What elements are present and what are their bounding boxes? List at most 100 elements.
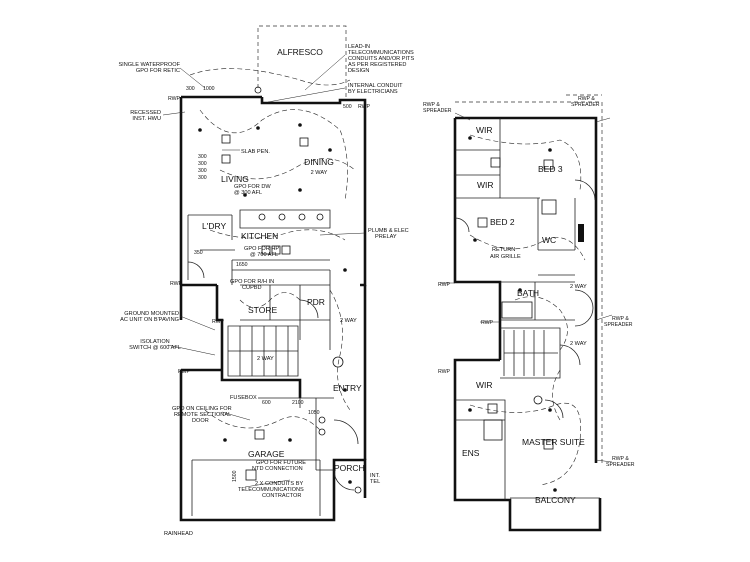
up-fan-5 — [487, 403, 498, 414]
socket-8 — [354, 486, 362, 494]
rwp-ground-b: RWP — [358, 104, 371, 110]
wiring-ground-3 — [209, 229, 346, 241]
note-plumb-elec-2: PRELAY — [375, 234, 397, 240]
socket-2 — [258, 213, 266, 221]
downlight-5 — [271, 245, 281, 255]
note-lead-in-1: LEAD-IN — [348, 44, 370, 50]
dim-500: 500 — [343, 104, 352, 110]
room-store: STORE — [248, 305, 277, 315]
note-internal-conduit-1: INTERNAL CONDUIT — [348, 83, 403, 89]
rwp-ground-a: RWP — [168, 96, 181, 102]
living-kitchen-wall — [187, 214, 330, 285]
note-waterproof-gpo-2: GPO FOR RETIC — [136, 68, 180, 74]
smoke-detector — [332, 356, 344, 368]
light-11 — [348, 480, 352, 484]
note-rwp-spreader-b-1: RWP & — [578, 96, 595, 102]
downlight-6 — [281, 245, 291, 255]
ground-floor-labels: ALFRESCO DINING 2 WAY LIVING KITCHEN L'D… — [118, 44, 414, 537]
note-rwp-spreader-b-2: SPREADER — [571, 102, 600, 108]
alfresco-outline — [257, 25, 347, 100]
note-int-1: INT. — [370, 473, 380, 479]
socket-4 — [298, 213, 306, 221]
socket-5 — [316, 213, 324, 221]
light-4 — [328, 148, 332, 152]
hatch-panel — [578, 224, 584, 242]
rwp-ground-e: RWP — [178, 369, 191, 375]
downlight-7 — [254, 429, 265, 440]
wiring-upper-2 — [469, 234, 586, 261]
room-lndry: L'DRY — [202, 221, 226, 231]
light-symbols-upper — [468, 136, 557, 492]
up-light-3 — [473, 238, 477, 242]
note-waterproof-gpo-1: SINGLE WATERPROOF — [118, 62, 180, 68]
upper-floor-plan — [440, 94, 613, 532]
note-up-2way-1: 2 WAY — [570, 284, 587, 290]
wiring-ground-4 — [329, 289, 351, 411]
downlight-1 — [221, 134, 231, 144]
up-light-5 — [468, 408, 472, 412]
note-gpo-ceiling-3: DOOR — [192, 418, 209, 424]
light-symbols-ground — [198, 123, 352, 484]
note-isolation-1: ISOLATION — [140, 339, 169, 345]
light-10 — [288, 438, 292, 442]
note-up-2way-2: 2 WAY — [570, 341, 587, 347]
room-wc: WC — [542, 235, 556, 245]
wc-fixture — [541, 199, 557, 215]
wiring-ground-5 — [204, 409, 321, 431]
leaders-ground — [162, 54, 366, 488]
note-lead-in-5: DESIGN — [348, 68, 369, 74]
garage-door-line — [191, 459, 321, 516]
wiring-upper-1 — [469, 134, 582, 191]
up-light-4 — [518, 288, 522, 292]
wiring-upper-3 — [514, 296, 568, 351]
note-rainhead: RAINHEAD — [164, 531, 193, 537]
door-swing-lndry — [187, 261, 205, 279]
note-gpo-ceiling-1: GPO ON CEILING FOR — [172, 406, 232, 412]
up-light-7 — [553, 488, 557, 492]
note-gpo-hp-1: GPO FOR HP — [244, 246, 279, 252]
up-fan-4 — [543, 439, 554, 450]
note-rwp-spreader-d-1: RWP & — [612, 456, 629, 462]
dim-350: 350 — [194, 250, 203, 256]
light-3 — [298, 123, 302, 127]
note-gpo-rh-2: CUPBD — [242, 285, 262, 291]
up-smoke-detector — [533, 395, 543, 405]
note-fusebox: FUSEBOX — [230, 395, 257, 401]
bath-tub — [501, 301, 533, 319]
ground-outer-wall — [179, 95, 367, 320]
room-ens: ENS — [462, 448, 480, 458]
note-lead-in-4: AS PER REGISTERED — [348, 62, 406, 68]
note-conduits-2: TELECOMMUNICATIONS — [238, 487, 304, 493]
dim-1500: 1500 — [232, 470, 238, 482]
upper-stair — [503, 330, 558, 376]
room-porch: PORCH — [334, 463, 365, 473]
dim-1050: 1050 — [308, 410, 320, 416]
dim-300-4: 300 — [198, 175, 207, 181]
leaders-upper — [440, 112, 613, 463]
room-bed3: BED 3 — [538, 164, 563, 174]
dim-300-a: 300 — [186, 86, 195, 92]
fusebox-wall — [258, 397, 334, 471]
wiring-upper-5 — [552, 369, 561, 421]
dim-600: 600 — [262, 400, 271, 406]
rwp-ground-d: RWP — [212, 319, 225, 325]
room-wir-b: WIR — [477, 180, 494, 190]
upper-door-swings — [454, 179, 596, 419]
wiring-upper-4 — [469, 402, 581, 486]
room-balcony: BALCONY — [535, 495, 576, 505]
note-conduits-3: CONTRACTOR — [262, 493, 301, 499]
light-5 — [298, 188, 302, 192]
note-rwp-spreader-a-1: RWP & — [423, 102, 440, 108]
light-7 — [343, 268, 347, 272]
dim-300-3: 300 — [198, 168, 207, 174]
kitchen-bench — [239, 209, 331, 229]
room-wir-a: WIR — [476, 125, 493, 135]
note-conduits-1: 2 X CONDUITS BY — [255, 481, 303, 487]
room-garage: GARAGE — [248, 449, 285, 459]
light-8 — [343, 388, 347, 392]
room-bath: BATH — [517, 288, 539, 298]
note-recessed-hwu-1: RECESSED — [130, 110, 161, 116]
note-2way-a: 2 WAY — [340, 318, 357, 324]
note-gpo-dw-2: @ 300 AFL — [234, 190, 262, 196]
socket-6 — [318, 416, 326, 424]
